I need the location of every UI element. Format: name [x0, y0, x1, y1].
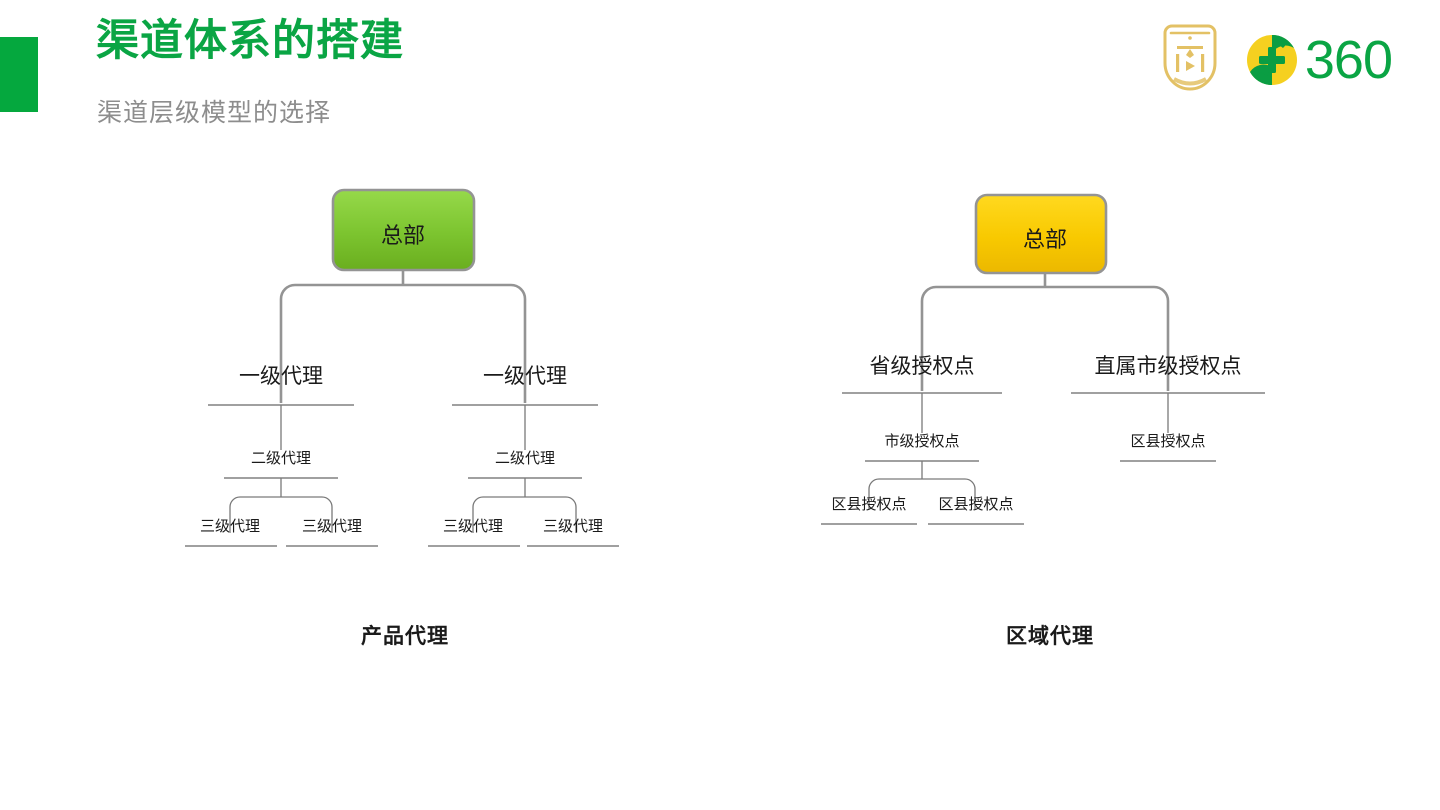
node-level3-c: 三级代理 [428, 518, 520, 547]
node-level3-d: 三级代理 [527, 518, 619, 547]
connector-l2-to-l3-left [229, 496, 333, 533]
node-level3-a: 区县授权点 [821, 496, 917, 525]
node-root: 总部 [331, 188, 476, 272]
connector-root-to-level1 [920, 285, 1170, 391]
node-level2-right: 二级代理 [468, 450, 582, 479]
node-label: 区县授权点 [831, 496, 906, 513]
360-plus-circle-icon [1246, 34, 1297, 86]
node-level3-b: 三级代理 [286, 518, 378, 547]
node-label: 省级授权点 [870, 355, 975, 378]
product-agency-tree: 总部 一级代理 二级代理 三级代理 三级代理 一级代理 [185, 188, 619, 547]
node-label: 市级授权点 [884, 433, 959, 450]
page-subtitle: 渠道层级模型的选择 [97, 99, 332, 127]
node-label: 二级代理 [251, 450, 311, 467]
logo-group: 360 [1157, 20, 1393, 100]
node-label: 三级代理 [443, 518, 503, 535]
360-wordmark: 360 [1304, 30, 1393, 90]
regional-agency-tree: 总部 省级授权点 市级授权点 区县授权点 区县授权点 直属市级授权点 [821, 193, 1265, 525]
node-level2-right: 区县授权点 [1120, 433, 1216, 462]
node-root-box [331, 188, 476, 272]
diagram-regional-agency: 总部 省级授权点 市级授权点 区县授权点 区县授权点 直属市级授权点 [790, 165, 1310, 585]
diagram-caption-product-agency: 产品代理 [361, 625, 449, 648]
node-label: 直属市级授权点 [1095, 355, 1242, 378]
node-root-box [974, 193, 1108, 275]
accent-bar [0, 37, 38, 112]
connector-l2-to-l3-left [868, 478, 976, 509]
node-root-label: 总部 [1023, 227, 1067, 252]
node-level2-left: 二级代理 [224, 450, 338, 479]
node-label: 一级代理 [239, 365, 323, 388]
360-shield-badge-logo [1163, 24, 1217, 91]
node-level3-a: 三级代理 [185, 518, 277, 547]
node-root-label: 总部 [381, 223, 425, 248]
node-label: 三级代理 [200, 518, 260, 535]
node-label: 二级代理 [495, 450, 555, 467]
diagram-caption-regional-agency: 区域代理 [1006, 625, 1094, 648]
diagram-product-agency: 总部 一级代理 二级代理 三级代理 三级代理 一级代理 [120, 165, 690, 585]
360-brand-logo: 360 [1241, 29, 1393, 91]
connector-root-to-level1 [279, 283, 527, 403]
page-title: 渠道体系的搭建 [96, 17, 404, 65]
node-label: 三级代理 [543, 518, 603, 535]
node-root: 总部 [974, 193, 1108, 275]
node-label: 三级代理 [302, 518, 362, 535]
connector-l2-to-l3-right [472, 496, 577, 533]
node-level3-b: 区县授权点 [928, 496, 1024, 525]
slide-header: 渠道体系的搭建 渠道层级模型的选择 360 [0, 0, 1440, 150]
node-level2-left: 市级授权点 [865, 433, 979, 462]
node-label: 区县授权点 [938, 496, 1013, 513]
node-label: 区县授权点 [1130, 433, 1205, 450]
node-label: 一级代理 [483, 365, 567, 388]
